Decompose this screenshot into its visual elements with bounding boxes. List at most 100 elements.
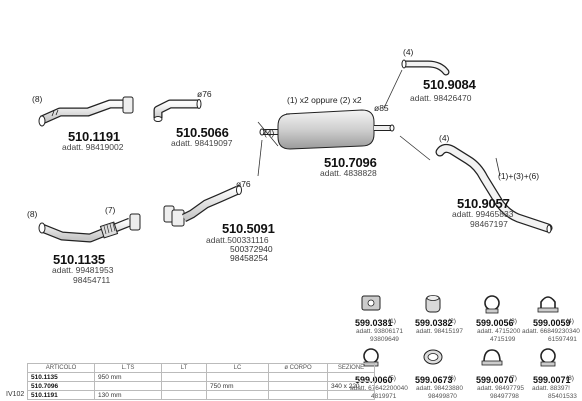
accessory-599-0060-qty: (5) (388, 375, 396, 382)
part-510-1135-ref-1: adatt. 99481953 (52, 265, 114, 275)
connector-label: (4) (264, 128, 275, 138)
part-510-7096-annotation: (1) x2 oppure (2) x2 (287, 95, 362, 105)
table-cell: 510.7096 (27, 381, 95, 391)
accessory-599-0056-qty: (3) (509, 318, 517, 325)
spec-header-lt: LT (161, 363, 207, 373)
ring-clamp-icon[interactable] (540, 348, 556, 367)
part-510-9057-annotation: (4) (439, 133, 450, 143)
accessory-599-0382-qty: (2) (448, 318, 456, 325)
gasket-ring-icon[interactable] (423, 349, 443, 365)
table-cell (327, 390, 375, 400)
u-clamp-icon[interactable] (537, 296, 559, 313)
spring-clamp-icon[interactable] (481, 349, 503, 366)
part-510-9084-ref: adatt. 98426470 (410, 93, 472, 103)
part-510-9084-annotation: (4) (403, 47, 414, 57)
part-510-7096-ref: adatt. 4838828 (320, 168, 377, 178)
part-510-5091-annotation: ø76 (236, 179, 251, 189)
part-510-5066-drawing[interactable] (153, 99, 202, 122)
part-510-9057-ref-1: adatt. 99465833 (452, 209, 514, 219)
accessory-599-0070-ref-1: adatt. 98497795 (477, 385, 524, 392)
table-cell (206, 372, 269, 382)
accessory-599-0070-code[interactable]: 599.0070 (476, 375, 514, 385)
part-510-7096-code[interactable]: 510.7096 (324, 155, 377, 170)
table-cell (268, 381, 328, 391)
accessory-599-0059-code[interactable]: 599.0059 (533, 318, 571, 328)
part-510-5091-code[interactable]: 510.5091 (222, 221, 275, 236)
table-cell (268, 390, 328, 400)
rubber-mount-icon[interactable] (361, 295, 381, 311)
accessory-599-0381-qty: (1) (388, 318, 396, 325)
pipe-clamp-icon[interactable] (484, 295, 500, 314)
part-510-5091-drawing[interactable] (163, 185, 242, 227)
table-cell: 510.1191 (27, 390, 95, 400)
part-510-5091-ref-2: 500372940 (230, 244, 273, 254)
table-cell (327, 372, 375, 382)
part-510-9057-fittings: (1)+(3)+(6) (498, 171, 540, 181)
part-510-1135-drawing[interactable] (38, 213, 141, 243)
part-510-5066-ref: adatt. 98419097 (171, 138, 233, 148)
accessory-599-0673-code[interactable]: 599.0673 (415, 375, 453, 385)
accessory-599-0059-ref-1: adatt. 66849230340 (522, 328, 580, 335)
spec-header-lc: LC (206, 363, 269, 373)
table-cell (206, 390, 269, 400)
part-510-1191-ref: adatt. 98419002 (62, 142, 124, 152)
accessory-599-0381-ref-1: adatt. 93806171 (356, 328, 403, 335)
spec-header-lts: L.TS (94, 363, 162, 373)
part-510-5066-code[interactable]: 510.5066 (176, 125, 229, 140)
part-510-7096-diameter: ø85 (374, 103, 389, 113)
part-510-1135-ref-2: 98454711 (73, 275, 111, 285)
connector-lines (257, 69, 501, 177)
table-row: 510.1135 950 mm (27, 372, 375, 382)
accessory-599-0056-code[interactable]: 599.0056 (476, 318, 514, 328)
table-cell: 510.1135 (27, 372, 95, 382)
diagram-side-label: IV102 (6, 391, 25, 398)
part-510-5091-ref-1: adatt.500331116 (206, 235, 269, 245)
part-510-1191-code[interactable]: 510.1191 (68, 129, 120, 144)
table-cell: 950 mm (94, 372, 162, 382)
part-510-1191-drawing[interactable] (38, 96, 134, 127)
table-row: 510.1191 130 mm (27, 390, 375, 400)
accessory-599-0060-ref-2: 4819971 (371, 393, 397, 400)
part-510-1135-flex-annotation: (7) (105, 205, 116, 215)
table-cell (94, 381, 162, 391)
spec-header-articolo: ARTICOLO (27, 363, 95, 373)
accessory-599-0056-ref-1: adatt. 4715200 (477, 328, 521, 335)
spec-header-sezione: SEZIONE (327, 363, 375, 373)
accessory-599-0059-qty: (4) (566, 318, 574, 325)
part-510-9084-drawing[interactable] (401, 59, 450, 76)
spec-table: ARTICOLO L.TS LT LC ø CORPO SEZIONE 510.… (27, 363, 375, 400)
accessory-599-0071-code[interactable]: 599.0071 (533, 375, 571, 385)
table-cell (161, 381, 207, 391)
table-cell: 130 mm (94, 390, 162, 400)
accessory-599-0673-ref-1: adatt. 98423880 (416, 385, 463, 392)
part-510-9057-drawing[interactable] (435, 143, 553, 234)
part-510-9084-code[interactable]: 510.9084 (423, 77, 476, 92)
table-cell: 750 mm (206, 381, 269, 391)
part-510-1135-annotation: (8) (27, 209, 38, 219)
accessory-599-0382-code[interactable]: 599.0382 (415, 318, 453, 328)
spec-header-corpo: ø CORPO (268, 363, 328, 373)
accessory-599-0381-ref-2: 93809649 (370, 336, 399, 343)
accessory-599-0060-ref-1: adatt. 67642200040 (350, 385, 408, 392)
table-cell (161, 390, 207, 400)
part-510-5066-annotation: ø76 (197, 89, 212, 99)
part-510-5091-ref-3: 98458254 (230, 253, 268, 263)
accessory-599-0071-ref-2: 85401533 (548, 393, 577, 400)
table-cell (161, 372, 207, 382)
accessory-599-0056-ref-2: 4715199 (490, 336, 516, 343)
rubber-hanger-icon[interactable] (425, 295, 441, 313)
accessory-599-0673-qty: (6) (448, 375, 456, 382)
part-510-9057-ref-2: 98467197 (470, 219, 508, 229)
part-510-1135-code[interactable]: 510.1135 (53, 252, 105, 267)
accessory-599-0070-ref-2: 98497798 (490, 393, 519, 400)
accessory-599-0381-code[interactable]: 599.0381 (355, 318, 393, 328)
accessory-599-0673-ref-2: 98499870 (428, 393, 457, 400)
accessory-599-0059-ref-2: 61597491 (548, 336, 577, 343)
accessory-599-0071-ref-1: adatt. 88397! (532, 385, 570, 392)
table-row: 510.7096 750 mm 340 x 220 (27, 381, 375, 391)
part-510-9057-code[interactable]: 510.9057 (457, 196, 510, 211)
spec-table-header: ARTICOLO L.TS LT LC ø CORPO SEZIONE (27, 363, 375, 373)
accessory-599-0070-qty: (7) (509, 375, 517, 382)
